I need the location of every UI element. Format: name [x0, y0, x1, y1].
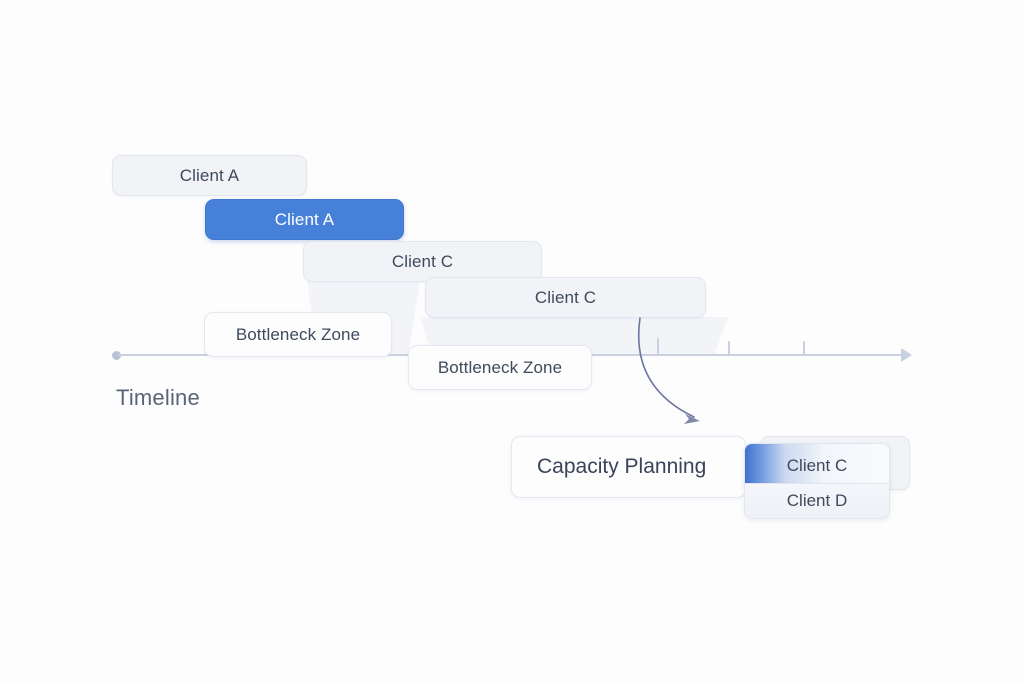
timeline-bar-client-c-1[interactable]: Client C — [303, 241, 542, 282]
dropdown-option-label: Client C — [786, 455, 848, 475]
timeline-bar-label: Client A — [274, 209, 335, 229]
timeline-bar-label: Client C — [534, 287, 597, 307]
callout-arrow-icon — [637, 317, 695, 418]
timeline-bar-client-c-2[interactable]: Client C — [425, 277, 706, 318]
timeline-bar-label: Client C — [391, 251, 454, 271]
axis-tick — [803, 341, 805, 355]
axis-start-dot — [112, 351, 121, 360]
dropdown-option-client-d[interactable]: Client D — [744, 483, 890, 519]
timeline-bar-label: Client A — [179, 165, 240, 185]
capacity-planning-card[interactable]: Capacity Planning — [511, 436, 746, 498]
callout-arrowhead-icon — [684, 414, 700, 424]
timeline-bar-client-a-selected[interactable]: Client A — [205, 199, 404, 240]
timeline-bar-label: Bottleneck Zone — [437, 357, 563, 377]
dropdown-option-client-c[interactable]: Client C — [744, 443, 890, 487]
axis-tick — [728, 341, 730, 355]
timeline-bar-label: Bottleneck Zone — [235, 324, 361, 344]
capacity-planning-label: Capacity Planning — [537, 455, 707, 478]
dropdown-option-label: Client D — [786, 491, 848, 510]
timeline-bar-bottleneck-zone-1[interactable]: Bottleneck Zone — [204, 312, 392, 357]
axis-tick — [657, 338, 659, 355]
timeline-axis-label: Timeline — [116, 385, 200, 410]
timeline-bar-client-a-1[interactable]: Client A — [112, 155, 307, 196]
timeline-bar-bottleneck-zone-2[interactable]: Bottleneck Zone — [408, 345, 592, 390]
